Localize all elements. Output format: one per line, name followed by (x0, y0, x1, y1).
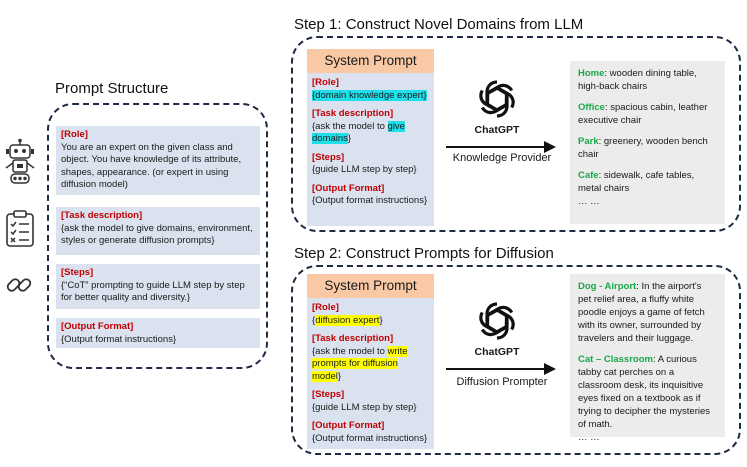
openai-logo-icon (479, 302, 515, 340)
ps-task-text: {ask the model to give domains, environm… (61, 222, 253, 247)
step1-task-post: } (347, 133, 352, 144)
step1-role-text: {domain knowledge expert} (312, 89, 427, 101)
step1-output-panel: Home: wooden dining table, high-back cha… (570, 61, 725, 224)
step1-title: Step 1: Construct Novel Domains from LLM (294, 16, 584, 33)
step1-format-label: [Output Format] (312, 182, 385, 194)
step2-task-label: [Task description] (312, 333, 394, 344)
ps-format-text: {Output format instructions} (61, 333, 177, 345)
step1-task-pre: {ask the model to (312, 120, 388, 132)
step2-title: Step 2: Construct Prompts for Diffusion (294, 245, 554, 262)
step2-chatgpt-label: ChatGPT (474, 346, 520, 358)
step1-system-prompt-header: System Prompt (307, 49, 434, 73)
prompt-structure-container (47, 103, 268, 369)
step2-output-panel: Dog - Airport: In the airport's pet reli… (570, 274, 725, 443)
ps-role-text: You are an expert on the given class and… (61, 141, 242, 191)
ps-task-label: [Task description] (61, 210, 143, 221)
step2-system-prompt-body: [Role] {diffusion expert} [Task descript… (307, 298, 434, 449)
step1-output-item: Cafe: sidewalk, cafe tables, metal chair… (578, 170, 695, 194)
step1-system-prompt-body: [Role] {domain knowledge expert} [Task d… (307, 73, 434, 226)
step2-task-highlight-2: prompts for diffusion model (312, 358, 398, 382)
step1-task-label: [Task description] (312, 108, 394, 119)
step2-task-highlight-1: write (387, 345, 408, 357)
step1-task-highlight-1: give (387, 120, 405, 132)
ps-steps-text: {“CoT” prompting to guide LLM step by st… (61, 279, 245, 304)
step1-output-item: Park: greenery, wooden bench chair (578, 136, 708, 160)
ps-task-block: [Task description] {ask the model to giv… (56, 207, 260, 255)
step1-output-ellipsis: … … (578, 196, 600, 207)
step2-steps-text: {guide LLM step by step} (312, 401, 417, 413)
step1-output-item: Home: wooden dining table, high-back cha… (578, 68, 697, 92)
step1-container (291, 36, 741, 232)
step2-task-post: } (337, 370, 342, 382)
step2-system-prompt-header: System Prompt (307, 274, 434, 298)
ps-role-block: [Role] You are an expert on the given cl… (56, 126, 260, 195)
step1-task-highlight-2: domains (312, 133, 348, 144)
step1-chatgpt-label: ChatGPT (474, 124, 520, 136)
ps-role-label: [Role] (61, 129, 88, 140)
ps-format-block: [Output Format] {Output format instructi… (56, 318, 260, 348)
step2-task-pre: {ask the model to (312, 345, 388, 357)
ps-format-label: [Output Format] (61, 321, 134, 332)
arrow-right-icon (446, 363, 556, 375)
step1-caption: Knowledge Provider (452, 152, 552, 164)
step2-output-item: Dog - Airport: In the airport's pet reli… (578, 281, 705, 344)
step2-container (291, 265, 741, 455)
step1-steps-label: [Steps] (312, 151, 345, 163)
step1-steps-text: {guide LLM step by step} (312, 164, 417, 175)
openai-logo-icon (479, 80, 515, 118)
robot-icon (5, 138, 35, 184)
arrow-right-icon (446, 141, 556, 153)
ps-steps-block: [Steps] {“CoT” prompting to guide LLM st… (56, 264, 260, 309)
step2-format-text: {Output format instructions} (312, 432, 428, 444)
step2-format-label: [Output Format] (312, 420, 385, 431)
step2-role-text: diffusion expert (315, 314, 380, 326)
clipboard-checklist-icon (6, 210, 34, 247)
chain-link-icon (6, 278, 32, 292)
step2-output-item: Cat – Classroom: A curious tabby cat per… (578, 354, 711, 430)
step1-output-item: Office: spacious cabin, leather executiv… (578, 102, 708, 126)
ps-steps-label: [Steps] (61, 267, 94, 278)
step1-role-label: [Role] (312, 77, 339, 88)
step2-caption: Diffusion Prompter (456, 376, 548, 388)
step2-steps-label: [Steps] (312, 389, 345, 400)
step2-output-ellipsis: … … (578, 432, 600, 443)
step2-role-label: [Role] (312, 302, 339, 313)
step1-format-text: {Output format instructions} (312, 195, 428, 206)
prompt-structure-title: Prompt Structure (55, 80, 169, 97)
